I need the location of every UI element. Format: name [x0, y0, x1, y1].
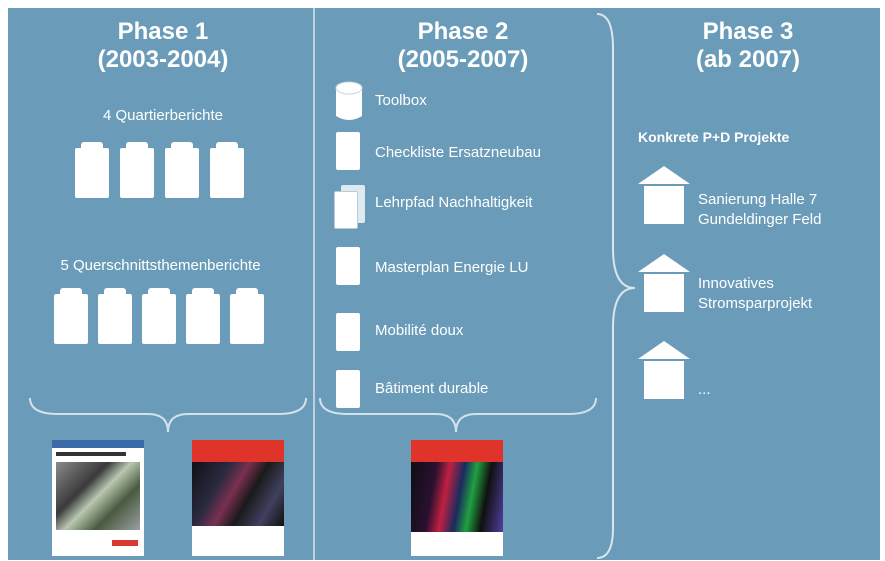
document-icon [336, 313, 360, 351]
project-line1: Innovatives [698, 275, 774, 292]
project-line1: ... [698, 381, 711, 398]
brace-icon [29, 397, 307, 433]
report-icon [230, 288, 264, 344]
phase3-heading: Konkrete P+D Projekte [638, 129, 790, 145]
phase1-title-text: Phase 1 [117, 18, 209, 45]
publication-cover [411, 440, 503, 556]
report-icon [186, 288, 220, 344]
report-icon [54, 288, 88, 344]
document-icon [336, 370, 360, 408]
house-icon [638, 254, 690, 312]
report-icon [98, 288, 132, 344]
document-icon [336, 132, 360, 170]
report-icon [75, 142, 109, 198]
phase2-title-text: Phase 2 [417, 18, 509, 45]
phase1-years: (2003-2004) [97, 46, 229, 73]
report-icon [210, 142, 244, 198]
house-icon [638, 341, 690, 399]
report-icon [120, 142, 154, 198]
stacked-documents-icon [334, 191, 358, 229]
database-icon [335, 81, 363, 120]
phase2-item-label: Mobilité doux [375, 322, 464, 339]
project-line2: Gundeldinger Feld [698, 211, 822, 228]
report-icon [165, 142, 199, 198]
phase2-title: Phase 2 (2005-2007) [353, 18, 573, 74]
publication-cover [52, 440, 144, 556]
house-icon [638, 166, 690, 224]
phase1-title: Phase 1 (2003-2004) [53, 18, 273, 74]
phase2-years: (2005-2007) [397, 46, 529, 73]
publication-cover [192, 440, 284, 556]
report-icon [142, 288, 176, 344]
phase2-item-label: Lehrpfad Nachhaltigkeit [375, 194, 533, 211]
phases-diagram: Phase 1 (2003-2004) 4 Quartierberichte 5… [8, 8, 880, 560]
project-label: ... [698, 380, 711, 400]
project-line1: Sanierung Halle 7 [698, 191, 818, 208]
phase2-item-label: Toolbox [375, 92, 427, 109]
phase2-item-label: Bâtiment durable [375, 380, 489, 397]
phase3-title: Phase 3 (ab 2007) [638, 18, 858, 74]
divider-left [313, 8, 315, 560]
project-label: Sanierung Halle 7 Gundeldinger Feld [698, 190, 821, 230]
document-icon [336, 247, 360, 285]
phase2-item-label: Checkliste Ersatzneubau [375, 144, 541, 161]
phase1-group1-label: 4 Quartierberichte [102, 107, 224, 124]
phase3-years: (ab 2007) [695, 46, 801, 73]
project-line2: Stromsparprojekt [698, 295, 813, 312]
phase1-group2-label: 5 Querschnittsthemenberichte [60, 257, 261, 274]
brace-icon [319, 397, 597, 433]
large-brace-icon [596, 13, 636, 559]
phase3-title-text: Phase 3 [702, 18, 794, 45]
project-label: Innovatives Stromsparprojekt [698, 274, 812, 314]
phase2-item-label: Masterplan Energie LU [375, 259, 529, 276]
